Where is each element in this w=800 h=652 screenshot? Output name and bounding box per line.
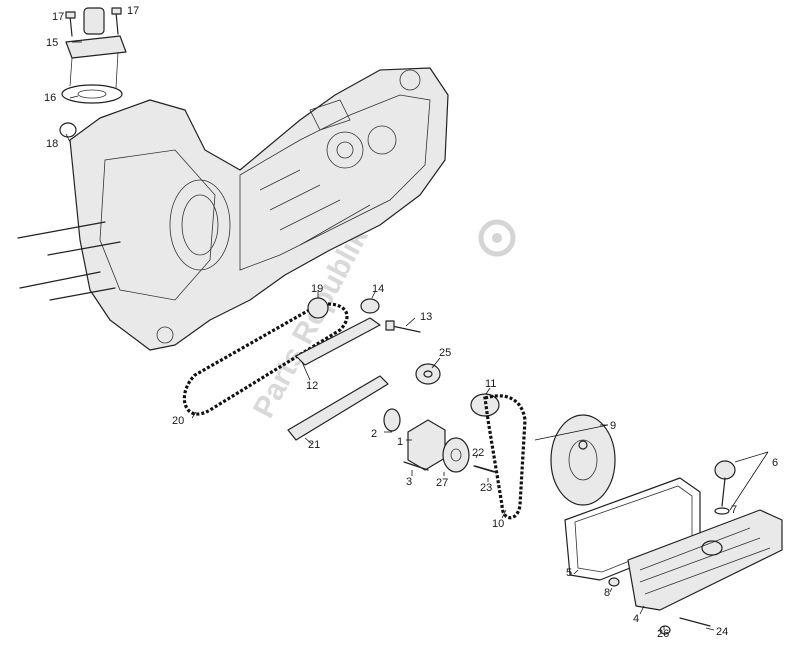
callout-17b: 17 (127, 5, 139, 17)
callout-1: 1 (397, 436, 403, 448)
callout-10: 10 (492, 518, 504, 530)
callout-5: 5 (566, 567, 572, 579)
callout-15: 15 (46, 37, 58, 49)
callout-3: 3 (406, 476, 412, 488)
callout-18: 18 (46, 138, 58, 150)
oil-pump (383, 408, 495, 473)
pivot-parts (360, 298, 421, 333)
cylinder-studs (17, 221, 121, 301)
callout-9: 9 (610, 420, 616, 432)
oil-pump-drive (470, 393, 527, 520)
callout-8: 8 (604, 587, 610, 599)
callout-2: 2 (371, 428, 377, 440)
callout-11: 11 (485, 378, 496, 390)
callout-4: 4 (633, 613, 639, 625)
callout-24: 24 (716, 626, 728, 638)
callout-13: 13 (420, 311, 432, 323)
leader-lines (65, 41, 769, 631)
callout-25: 25 (439, 347, 451, 359)
crankcase (69, 67, 449, 351)
chain-guides (287, 317, 389, 441)
callout-14: 14 (372, 283, 384, 295)
washer (415, 363, 441, 385)
callout-19: 19 (311, 283, 323, 295)
callout-27: 27 (436, 477, 448, 489)
oil-dipstick (714, 460, 736, 515)
callout-labels: 17 17 15 16 18 19 14 13 25 12 20 21 11 9… (44, 5, 778, 640)
callout-21: 21 (308, 439, 320, 451)
pump-cover-plate (550, 414, 616, 506)
oil-pan (627, 509, 783, 611)
callout-6: 6 (772, 457, 778, 469)
callout-17a: 17 (52, 11, 64, 23)
callout-12: 12 (306, 380, 318, 392)
gear-icon (478, 219, 516, 257)
callout-16: 16 (44, 92, 56, 104)
chain-tensioner-assembly (59, 7, 127, 138)
callout-22: 22 (472, 447, 484, 459)
fasteners (474, 465, 711, 635)
callout-7: 7 (731, 504, 737, 516)
callout-23: 23 (480, 482, 492, 494)
callout-26: 26 (657, 628, 669, 640)
callout-20: 20 (172, 415, 184, 427)
